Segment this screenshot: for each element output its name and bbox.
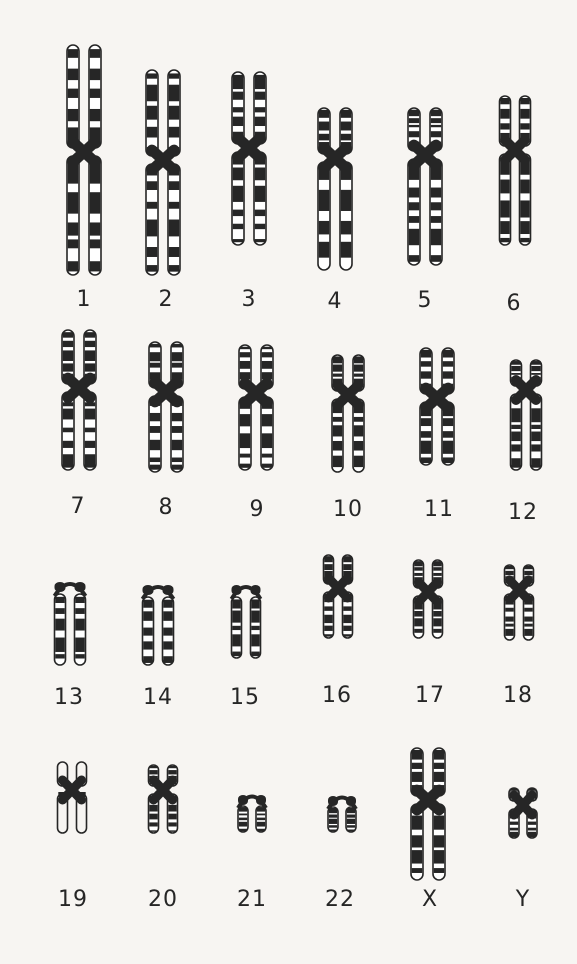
- chromosome-label-14: 14: [128, 685, 188, 710]
- chromosome-label-15: 15: [215, 685, 275, 710]
- chromosome-label-11: 11: [409, 497, 469, 522]
- chromosome-label-12: 12: [493, 500, 553, 525]
- chromosome-7: [62, 330, 96, 470]
- chromosome-9: [239, 345, 273, 470]
- chromosome-22: [328, 796, 356, 832]
- chromosome-5: [408, 108, 442, 265]
- chromosome-label-8: 8: [136, 495, 196, 520]
- chromosome-20: [149, 765, 178, 833]
- chromosome-label-10: 10: [318, 497, 378, 522]
- chromosome-label-6: 6: [484, 291, 544, 316]
- chromosome-3: [232, 72, 266, 245]
- chromosome-label-2: 2: [136, 287, 196, 312]
- chromosome-label-x: X: [400, 887, 460, 912]
- chromosome-label-1: 1: [54, 287, 114, 312]
- chromosome-16: [324, 555, 353, 638]
- chromosome-12: [511, 360, 542, 470]
- chromosome-2: [146, 70, 180, 275]
- chromosome-label-9: 9: [227, 497, 287, 522]
- chromosome-4: [318, 108, 352, 270]
- chromosome-label-17: 17: [400, 683, 460, 708]
- chromosome-18: [505, 565, 534, 640]
- chromosome-label-18: 18: [488, 683, 548, 708]
- chromosome-label-19: 19: [43, 887, 103, 912]
- chromosome-label-7: 7: [48, 494, 108, 519]
- chromosome-label-4: 4: [305, 289, 365, 314]
- chromosome-14: [143, 585, 174, 665]
- chromosome-17: [414, 560, 443, 638]
- chromosome-label-y: Y: [493, 887, 553, 912]
- chromosome-13: [55, 582, 86, 665]
- chromosome-1: [67, 45, 101, 275]
- chromosome-10: [332, 355, 364, 472]
- chromosome-label-16: 16: [307, 683, 367, 708]
- chromosome-label-21: 21: [222, 887, 282, 912]
- chromosome-label-20: 20: [133, 887, 193, 912]
- chromosome-label-5: 5: [395, 288, 455, 313]
- chromosome-6: [500, 96, 531, 245]
- chromosome-8: [149, 342, 183, 472]
- chromosome-label-3: 3: [219, 287, 279, 312]
- chromosome-label-13: 13: [39, 685, 99, 710]
- chromosome-label-22: 22: [310, 887, 370, 912]
- chromosome-19: [58, 762, 87, 833]
- chromosome-11: [420, 348, 454, 465]
- chromosome-y: [509, 788, 537, 838]
- chromosome-21: [238, 795, 266, 832]
- chromosome-15: [232, 585, 261, 658]
- chromosome-x: [411, 748, 445, 880]
